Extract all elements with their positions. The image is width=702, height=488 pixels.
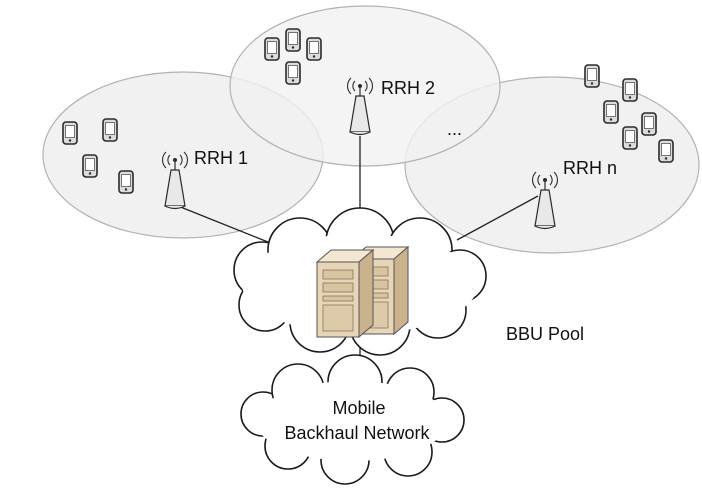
bbu-pool-label: BBU Pool — [506, 324, 584, 344]
ellipsis-label: ... — [447, 119, 462, 139]
mobile-phone-icon — [82, 154, 98, 178]
link-rrh1-bbu — [177, 205, 269, 243]
rrhn-label: RRH n — [563, 158, 617, 178]
mobile-phone-icon — [264, 37, 280, 61]
rrh2-label: RRH 2 — [381, 78, 435, 98]
mobile-backhaul-cloud — [240, 354, 465, 485]
mobile-phone-icon — [658, 139, 674, 163]
mobile-phone-icon — [603, 100, 619, 124]
mobile-phone-icon — [118, 170, 134, 194]
server-rack-icon — [316, 249, 374, 338]
mobile-phone-icon — [62, 121, 78, 145]
mobile-phone-icon — [622, 126, 638, 150]
backhaul-label-line1: Mobile — [332, 398, 385, 418]
cell-rrh2-coverage — [229, 5, 501, 167]
mobile-phone-icon — [641, 112, 657, 136]
mobile-phone-icon — [584, 64, 600, 88]
mobile-phone-icon — [102, 118, 118, 142]
mobile-phone-icon — [622, 78, 638, 102]
link-rrhn-bbu — [456, 195, 539, 241]
rrh1-label: RRH 1 — [194, 148, 248, 168]
backhaul-label-line2: Backhaul Network — [284, 423, 430, 443]
mobile-phone-icon — [285, 28, 301, 52]
mobile-phone-icon — [285, 61, 301, 85]
mobile-phone-icon — [306, 37, 322, 61]
